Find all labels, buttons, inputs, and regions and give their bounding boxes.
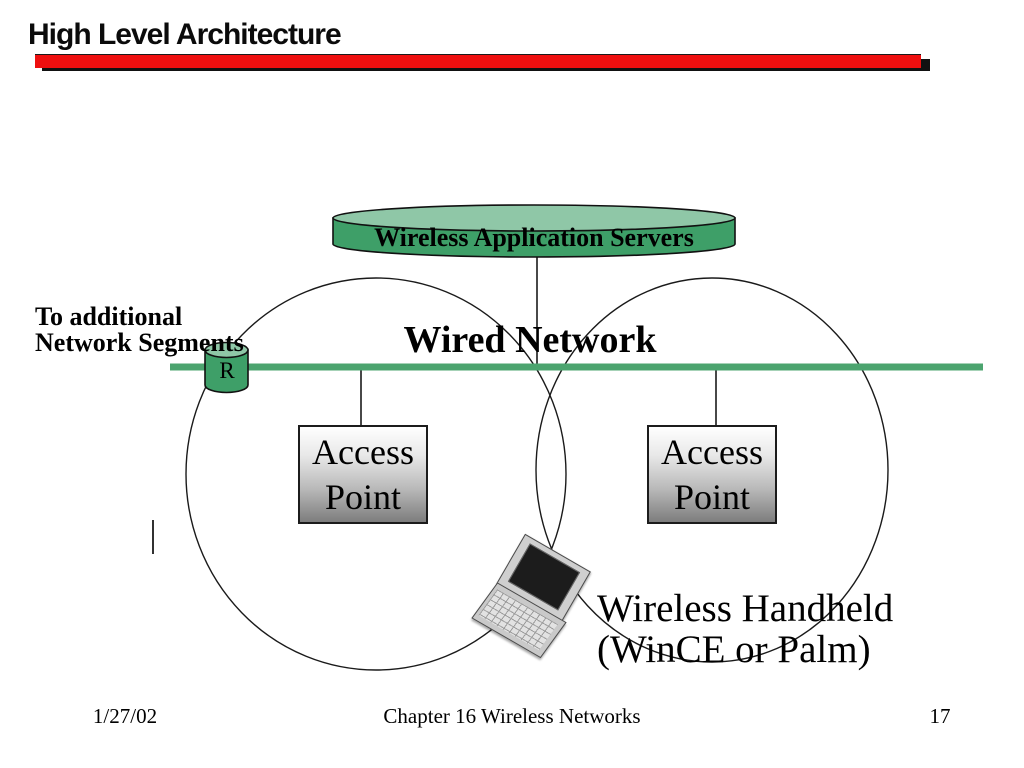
coverage-circle-right — [535, 277, 889, 663]
segments-note-line1: To additional — [35, 302, 183, 331]
footer-page-number: 17 — [929, 704, 951, 728]
access-point-box-left: Access Point — [298, 425, 428, 524]
handheld-label-line2: (WinCE or Palm) — [597, 628, 871, 671]
segments-note-line2: Network Segments — [35, 328, 244, 357]
servers-cylinder-top — [332, 204, 736, 232]
access-point-left-label-line2: Point — [324, 476, 402, 517]
router-cylinder-top — [204, 341, 249, 359]
handheld-label: Wireless Handheld (WinCE or Palm) — [597, 588, 927, 670]
handheld-label-line1: Wireless Handheld — [597, 587, 894, 630]
access-point-box-right: Access Point — [647, 425, 777, 524]
wired-network-label: Wired Network — [403, 319, 657, 361]
access-point-right-label-line1: Access — [661, 431, 763, 472]
segments-note: To additional Network Segments — [35, 304, 265, 356]
router-label: R — [219, 358, 235, 383]
footer-title: Chapter 16 Wireless Networks — [383, 704, 641, 728]
footer-date: 1/27/02 — [92, 704, 158, 728]
title-underline-bar — [35, 54, 921, 68]
slide-title: High Level Architecture — [28, 18, 342, 51]
servers-label: Wireless Application Servers — [374, 223, 694, 252]
access-point-right-label-line2: Point — [673, 476, 751, 517]
access-point-left-label-line1: Access — [312, 431, 414, 472]
router-cylinder-body — [204, 349, 249, 394]
coverage-circle-left — [185, 277, 567, 671]
